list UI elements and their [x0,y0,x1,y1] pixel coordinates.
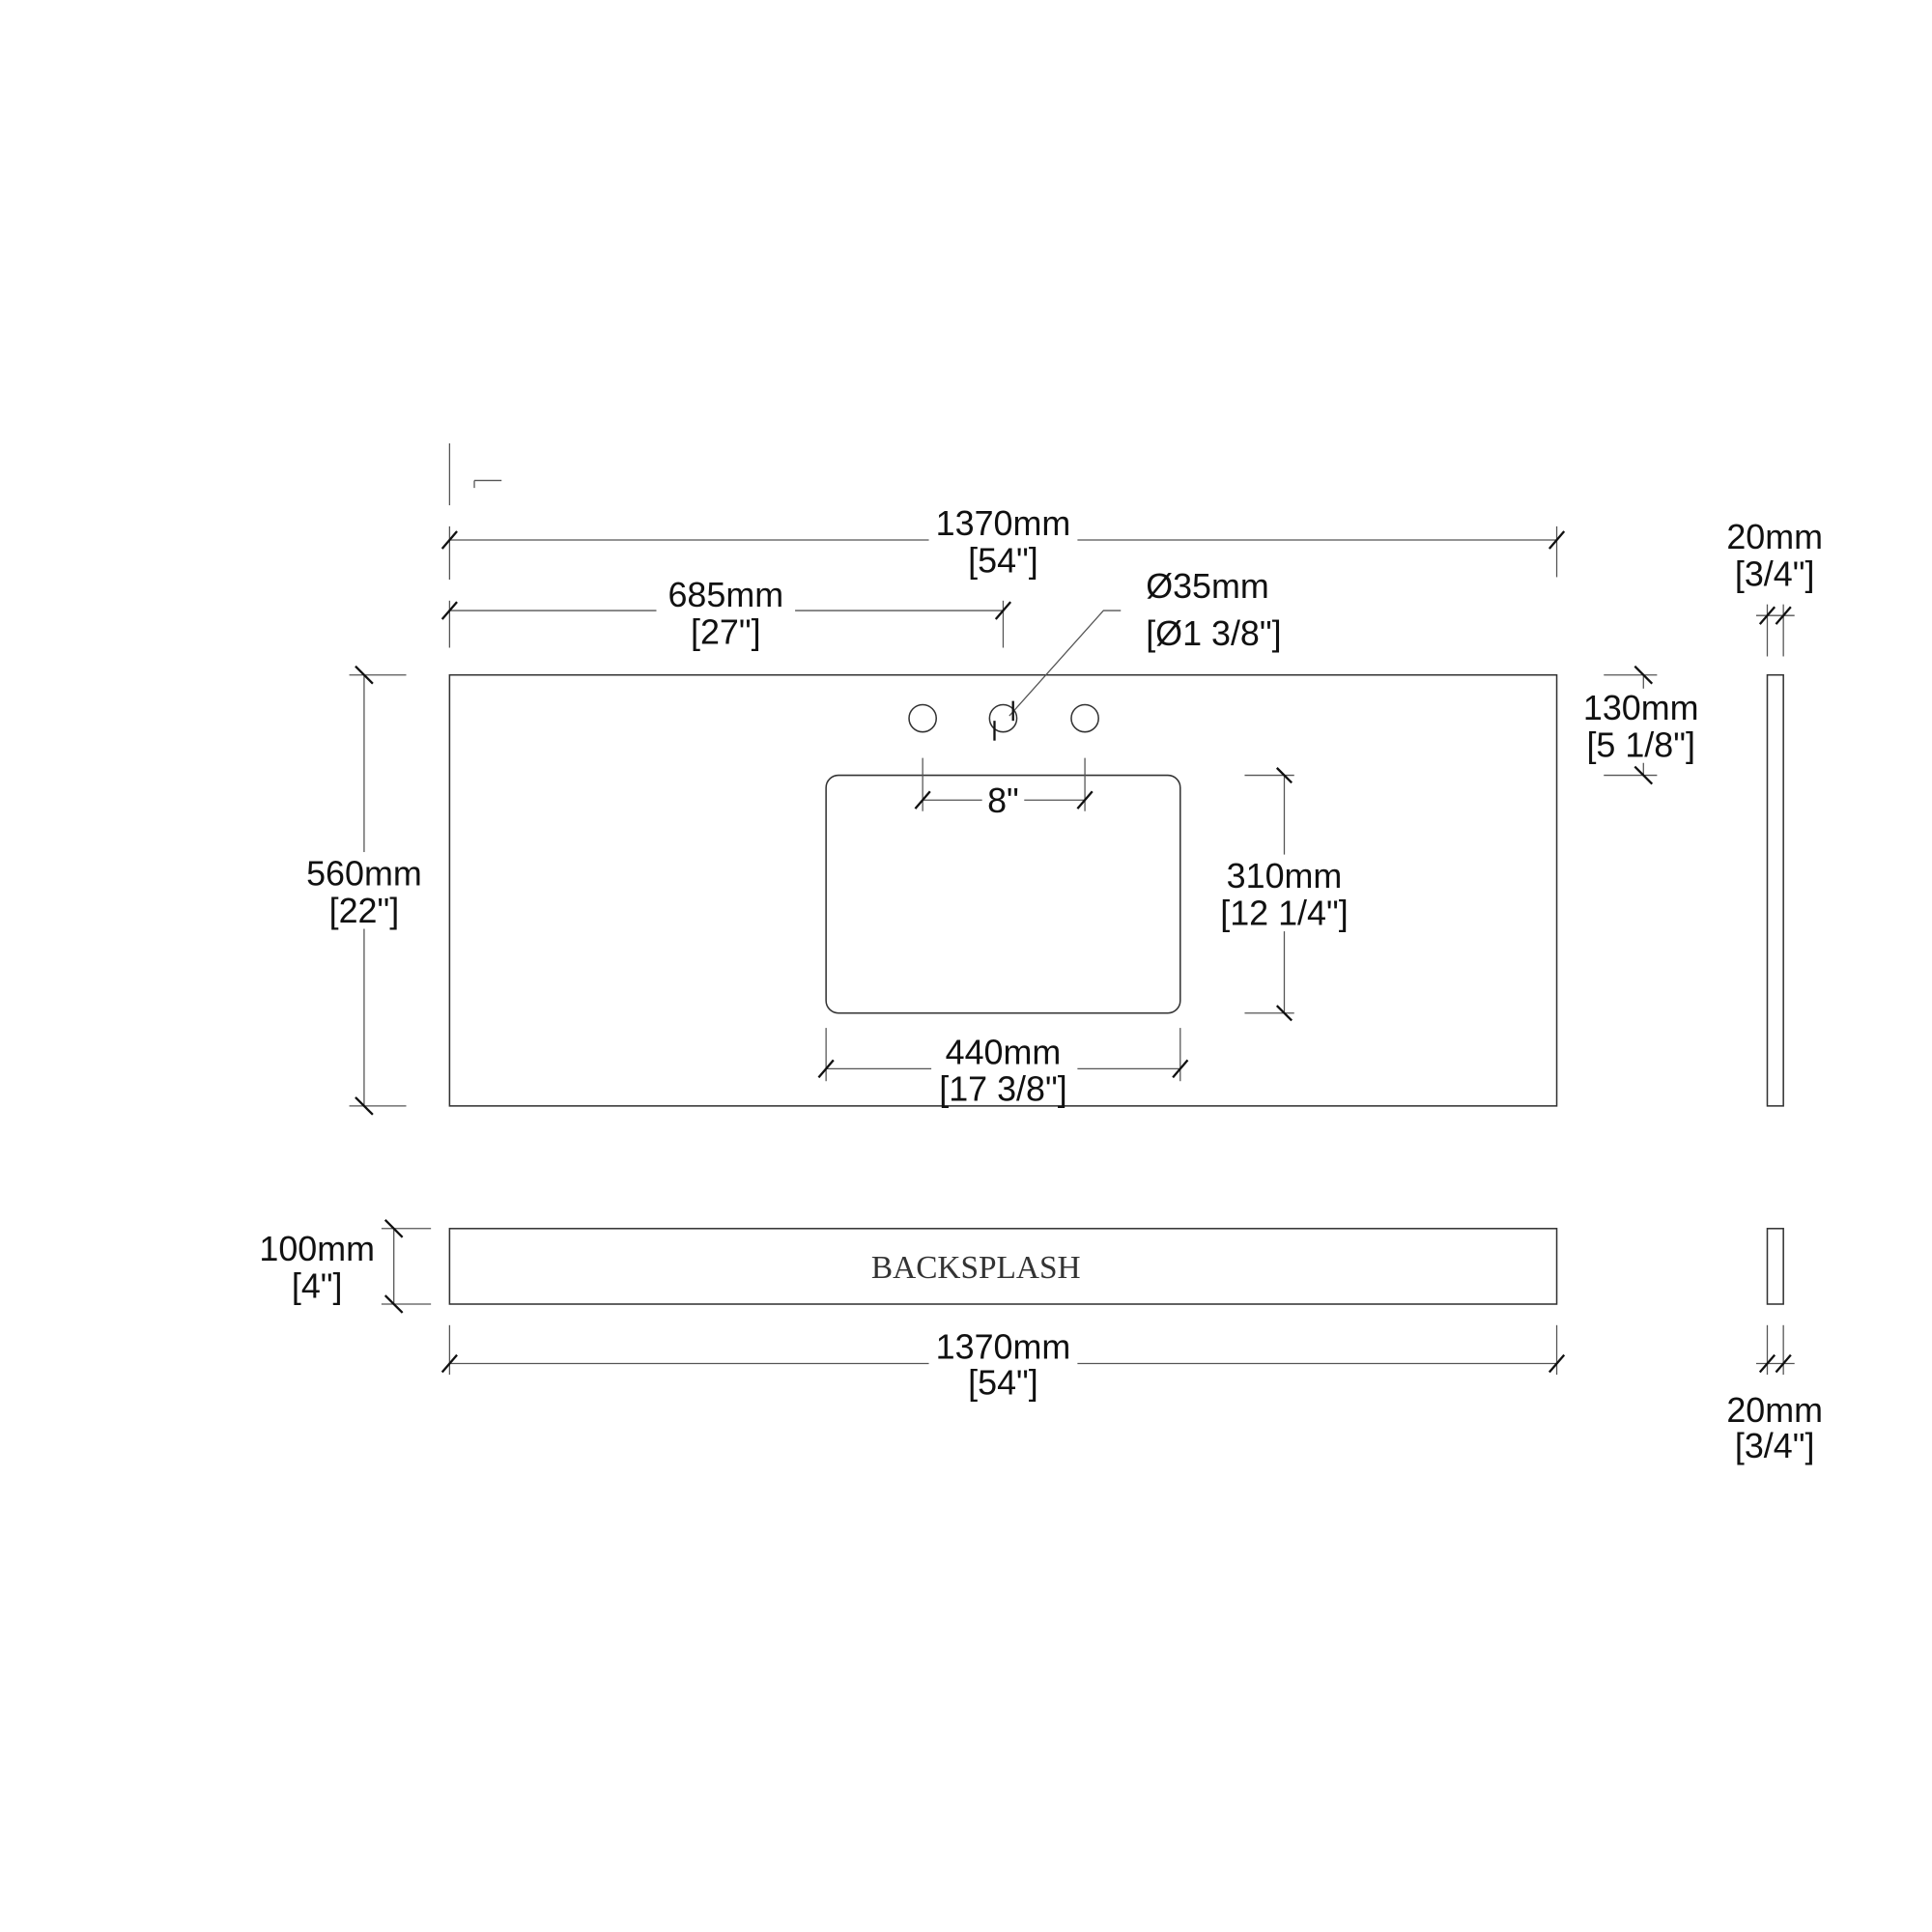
dim-label-in: [12 1/4"] [1220,895,1348,933]
dim-sink-setback: 130mm [5 1/8"] [1573,665,1710,785]
dim-label-in: [27"] [691,613,761,652]
dim-label-mm: 20mm [1726,518,1823,556]
dim-label-mm: 685mm [668,576,783,614]
dim-center-offset: 685mm [27"] [440,574,1012,652]
corner-mark [448,442,502,506]
dim-hole-diameter: Ø35mm [Ø1 3/8"] [1009,567,1282,722]
backsplash-outline [448,1228,1558,1305]
dim-backsplash-width: 1370mm [54"] [440,1324,1566,1403]
faucet-hole-right [1070,703,1099,733]
dim-label-mm: 1370mm [936,504,1071,543]
dim-label: 8" [987,781,1019,820]
dim-countertop-thickness: 20mm [3/4"] [1726,518,1823,657]
dim-overall-depth: 560mm [22"] [297,665,432,1116]
backsplash-side-view [1766,1228,1784,1305]
dim-label-mm: 560mm [306,855,422,894]
countertop-side-view [1766,673,1784,1107]
dim-faucet-spread: 8" [914,757,1094,820]
dim-sink-depth: 310mm [12 1/4"] [1210,767,1360,1022]
dim-label-mm: 100mm [259,1230,375,1268]
dim-label-in: [3/4"] [1735,1427,1815,1465]
faucet-hole-left [908,703,938,733]
sink-cutout [825,774,1181,1014]
dim-label-mm: 440mm [946,1033,1062,1071]
dim-label-mm: 130mm [1583,689,1699,727]
dim-backsplash-height: 100mm [4"] [259,1219,432,1314]
faucet-holes [908,703,1099,741]
dim-label-mm: Ø35mm [1146,567,1269,606]
dim-label-in: [54"] [968,1364,1038,1403]
dim-label-in: [Ø1 3/8"] [1146,614,1281,653]
dim-label-mm: 1370mm [936,1327,1071,1366]
dim-backsplash-thickness: 20mm [3/4"] [1726,1324,1823,1465]
dim-label-in: [3/4"] [1735,554,1815,593]
dim-label-in: [4"] [292,1267,343,1306]
faucet-hole-center [988,703,1018,733]
countertop-outline [448,673,1558,1107]
dim-label-in: [54"] [968,541,1038,580]
dim-label-in: [17 3/8"] [939,1070,1066,1109]
dim-label-mm: 20mm [1726,1391,1823,1430]
backsplash-label: BACKSPLASH [871,1250,1081,1286]
dim-label-mm: 310mm [1227,857,1343,895]
dim-label-in: [5 1/8"] [1586,725,1694,764]
dim-label-in: [22"] [329,892,400,930]
dim-sink-width: 440mm [17 3/8"] [817,1028,1189,1109]
dim-overall-width: 1370mm [54"] [440,495,1566,580]
